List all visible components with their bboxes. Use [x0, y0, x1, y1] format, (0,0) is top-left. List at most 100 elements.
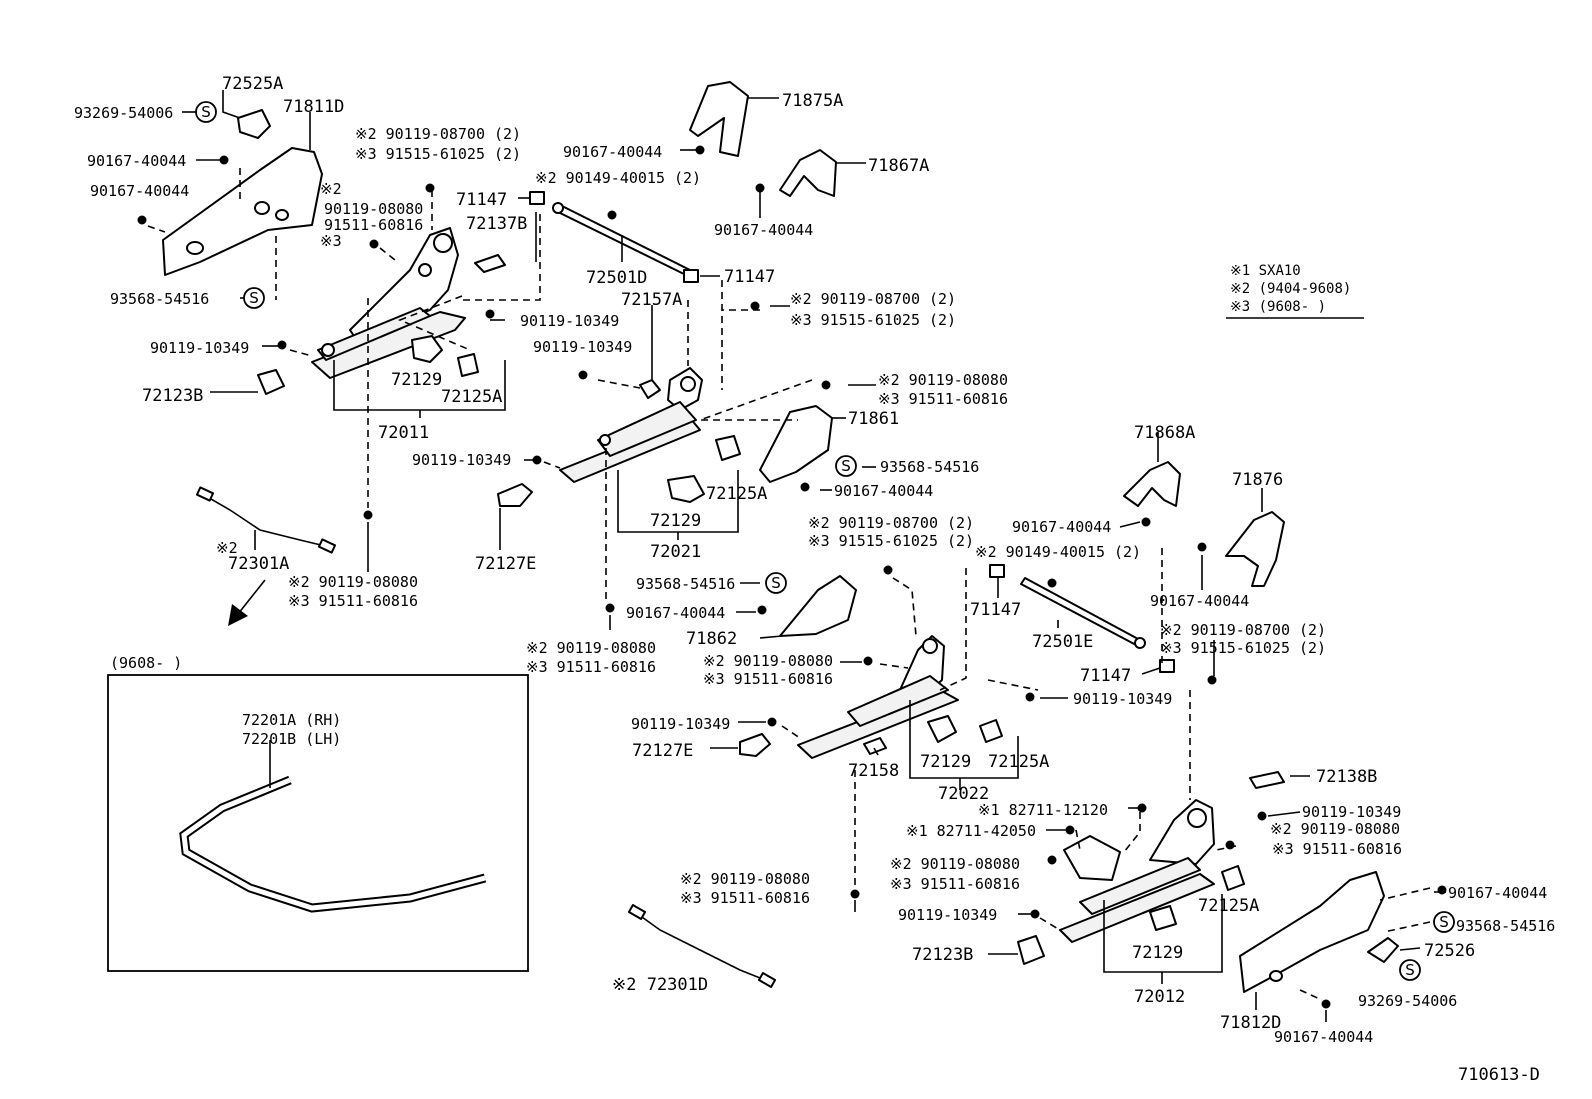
inset-title: (9608- ) [110, 654, 182, 672]
svg-text:S: S [841, 457, 851, 475]
note-d-b2: ※2 90119-08080 [680, 870, 810, 888]
inset-wire-inner [181, 777, 486, 911]
label-72123B-b: 72123B [912, 945, 973, 965]
label-71147-b: 71147 [724, 267, 775, 287]
note-left-b2: ※2 90119-08080 [288, 573, 418, 591]
knob-72526 [1367, 937, 1399, 963]
note-right-a3: ※3 91515-61025 (2) [790, 311, 956, 329]
clip-72125A-d [1221, 865, 1245, 891]
leader-lines [182, 90, 1446, 1022]
note-ctr-a3: ※3 91511-60816 [878, 390, 1008, 408]
note-e-r2: ※2 90119-08700 (2) [1160, 621, 1326, 639]
label-90119-10349-d: 90119-10349 [412, 451, 511, 469]
legend-line-2: ※2 (9404-9608) [1230, 281, 1351, 297]
label-90167-40044-f: 90167-40044 [626, 604, 725, 622]
clip-72158 [863, 737, 887, 755]
arrow-icon [228, 579, 266, 626]
label-93269-54006-a: 93269-54006 [74, 104, 173, 122]
label-93568-54516-a: 93568-54516 [110, 290, 209, 308]
label-72301A: 72301A [228, 554, 289, 574]
note-f1a: ※1 82711-12120 [978, 801, 1108, 819]
label-72526: 72526 [1424, 941, 1475, 961]
label-72021: 72021 [650, 542, 701, 562]
note-c2-b3: ※3 91511-60816 [703, 670, 833, 688]
label-72157A: 72157A [621, 290, 682, 310]
rod-72501E [1020, 577, 1146, 649]
svg-text:S: S [1405, 961, 1415, 979]
center-recliner-72157A [639, 367, 703, 411]
note-e-top3: ※3 91515-61025 (2) [808, 532, 974, 550]
label-72125A-a: 72125A [441, 387, 502, 407]
note-left-w2: ※2 [216, 539, 238, 557]
bottom-seat-rail [1059, 857, 1215, 943]
label-90167-40044-j: 90167-40044 [1274, 1028, 1373, 1046]
label-72138B: 72138B [1316, 767, 1377, 787]
svg-text:S: S [201, 103, 211, 121]
note-mid-a2: 90119-08080 [324, 200, 423, 218]
note-e-r3: ※3 91515-61025 (2) [1160, 639, 1326, 657]
label-90119-10349-b: 90119-10349 [520, 312, 619, 330]
note-f-b2: ※2 90119-08080 [1270, 820, 1400, 838]
note-rod-a: ※2 90149-40015 (2) [535, 169, 701, 187]
label-90167-40044-g: 90167-40044 [1012, 518, 1111, 536]
inset-label-rh: 72201A (RH) [242, 711, 341, 729]
clip-72129-c [927, 715, 957, 743]
cover-71867A [779, 149, 837, 197]
track-72022-rail [797, 675, 959, 759]
clip-72129-a [411, 335, 443, 363]
cover-71812D [1239, 871, 1385, 993]
label-72129-b: 72129 [650, 511, 701, 531]
label-93568-54516-c: 93568-54516 [636, 575, 735, 593]
label-71862: 71862 [686, 629, 737, 649]
clip-72127E-b [739, 733, 771, 757]
label-72129-a: 72129 [391, 370, 442, 390]
label-72525A: 72525A [222, 74, 283, 94]
cover-72123B-b [1017, 935, 1045, 965]
label-71867A: 71867A [868, 156, 929, 176]
label-72127E-a: 72127E [475, 554, 536, 574]
clip-72137B [474, 254, 506, 273]
cable-72301D [627, 904, 777, 988]
cable-72301A [195, 486, 337, 554]
label-72123B-a: 72123B [142, 386, 203, 406]
note-mid-a3: 91511-60816 [324, 216, 423, 234]
bottom-recliner-mechanism [1063, 799, 1215, 881]
s-mark-icon-1: S [195, 101, 217, 123]
label-90119-10349-h: 90119-10349 [898, 906, 997, 924]
note-f-c2: ※2 90119-08080 [890, 855, 1020, 873]
note-mid-a4: ※3 [320, 232, 342, 250]
svg-text:S: S [249, 289, 259, 307]
cover-72123B-a [257, 369, 285, 395]
label-93568-54516-d: 93568-54516 [1456, 917, 1555, 935]
note-e-rod: ※2 90149-40015 (2) [975, 543, 1141, 561]
left-outer-cover-71811D [162, 147, 323, 276]
inset-frame [107, 674, 529, 972]
note-c-b2: ※2 90119-08080 [526, 639, 656, 657]
legend: ※1 SXA10 ※2 (9404-9608) ※3 (9608- ) [1226, 263, 1364, 319]
label-72129-d: 72129 [1132, 943, 1183, 963]
clip-72125A-a [457, 353, 479, 377]
note-c-b3: ※3 91511-60816 [526, 658, 656, 676]
label-71147-a: 71147 [456, 190, 507, 210]
label-71147-c: 71147 [970, 600, 1021, 620]
label-93568-54516-b: 93568-54516 [880, 458, 979, 476]
diagram-id: 710613-D [1458, 1065, 1540, 1085]
cover-72127E-a [497, 483, 533, 507]
svg-text:S: S [771, 574, 781, 592]
label-72011: 72011 [378, 423, 429, 443]
label-71147-d: 71147 [1080, 666, 1131, 686]
legend-line-3: ※3 (9608- ) [1230, 299, 1326, 315]
note-c2-b2: ※2 90119-08080 [703, 652, 833, 670]
label-72125A-c: 72125A [988, 752, 1049, 772]
s-mark-icon-6: S [1399, 959, 1421, 981]
label-71811D: 71811D [283, 97, 344, 117]
label-90167-40044-a: 90167-40044 [87, 152, 186, 170]
label-72129-c: 72129 [920, 752, 971, 772]
label-90119-10349-c: 90119-10349 [533, 338, 632, 356]
s-mark-icon-5: S [1433, 911, 1455, 933]
center-clip-72125A-b [715, 435, 741, 461]
label-90119-10349-a: 90119-10349 [150, 339, 249, 357]
left-seat-rail [311, 307, 466, 379]
cover-71868A [1123, 461, 1181, 507]
inset-label-lh: 72201B (LH) [242, 730, 341, 748]
